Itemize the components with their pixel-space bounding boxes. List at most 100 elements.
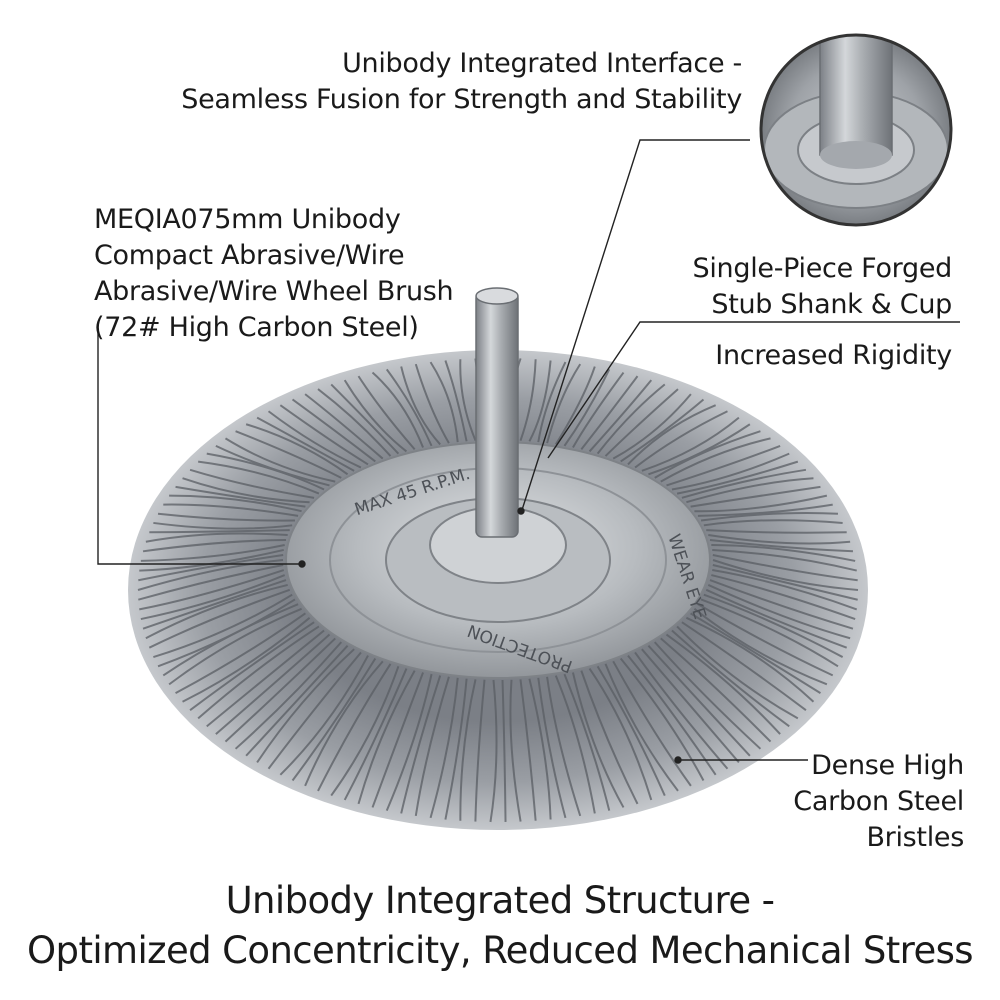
bristle-strand: [596, 383, 666, 455]
bristle-strand: [175, 485, 306, 508]
bristle-strand: [634, 410, 728, 469]
bristle-strand: [137, 559, 284, 591]
bristle-strand: [168, 607, 302, 686]
bottom-heading: Unibody Integrated Structure - Optimized…: [0, 876, 1000, 976]
bristle-strand: [459, 679, 477, 821]
heading-line1: Unibody Integrated Structure -: [225, 879, 775, 922]
bristle-strand: [148, 588, 291, 649]
bristle-strand: [182, 477, 310, 504]
bristle-strand: [604, 388, 679, 457]
bristle-strand: [267, 410, 362, 469]
bristle-strand: [681, 621, 807, 711]
bristle-strand: [519, 359, 537, 441]
bristle-strand: [153, 521, 293, 530]
bristle-strand: [660, 637, 772, 743]
bristle-strand: [169, 494, 302, 513]
bristle-strand: [588, 668, 653, 801]
bristle-strand: [145, 583, 288, 640]
bristle-strand: [371, 672, 424, 808]
interface-zoom-inset: [759, 33, 953, 227]
callout-product-line3: Abrasive/Wire Wheel Brush: [94, 276, 454, 307]
bristle-strand: [705, 588, 848, 649]
callout-product-line1: MEQIA075mm Unibody: [94, 204, 401, 235]
bristle-strand: [703, 593, 844, 658]
bristle-strand: [317, 663, 392, 792]
bristle-strand: [304, 660, 384, 787]
bristle-strand: [709, 579, 854, 630]
bristle-strand: [206, 629, 325, 728]
bristle-strand: [634, 651, 729, 770]
stub-shank: [475, 287, 519, 538]
bristle-strand: [703, 519, 843, 527]
bristle-strand: [563, 368, 611, 447]
bristle-strand: [444, 360, 468, 442]
bristle-strand: [357, 375, 416, 451]
bristle-strand: [666, 444, 781, 487]
bristle-strand: [357, 670, 416, 805]
bristle-strand: [429, 361, 459, 443]
bristle-strand: [665, 633, 781, 735]
bristle-strand: [627, 404, 717, 466]
heading-line2: Optimized Concentricity, Reduced Mechani…: [27, 929, 974, 972]
bristle-strand: [256, 648, 355, 763]
bristle-strand: [706, 529, 847, 534]
bristle-strand: [546, 363, 582, 444]
bristle-strand: [693, 608, 828, 686]
bristle-strand: [224, 437, 336, 483]
callout-shank: Single-Piece Forged Stub Shank & Cup: [693, 251, 953, 323]
bristle-strand: [140, 543, 285, 562]
bristle-strand: [224, 637, 336, 743]
bristle-strand: [647, 645, 751, 757]
bristle-strand: [234, 641, 343, 750]
bristle-strand: [571, 672, 625, 808]
bristle-strand: [385, 368, 433, 447]
callout-rigidity-line1: Increased Rigidity: [715, 340, 952, 371]
bristle-strand: [474, 679, 486, 822]
bristle-strand: [537, 361, 567, 443]
bristle-strand: [189, 621, 315, 711]
bristle-strand: [554, 366, 596, 445]
bristle-strand: [697, 503, 833, 517]
bristle-strand: [700, 598, 839, 668]
bristle-strand: [580, 375, 639, 450]
bristle-strand: [138, 564, 284, 601]
bristle-strand: [400, 675, 442, 814]
callout-bristles-line1: Dense High: [811, 750, 964, 781]
bristle-strand: [712, 548, 857, 572]
callout-interface-line2: Seamless Fusion for Strength and Stabili…: [181, 84, 742, 115]
bristle-strand: [149, 529, 290, 534]
callout-shank-line2: Stub Shank & Cup: [711, 289, 952, 320]
callout-shank-line1: Single-Piece Forged: [692, 253, 953, 284]
callout-bristles: Dense High Carbon Steel Bristles: [793, 748, 964, 856]
bristle-strand: [676, 460, 799, 495]
bristle-strand: [612, 660, 692, 787]
bristle-strand: [671, 629, 790, 728]
bristle-strand: [528, 678, 552, 820]
callout-product: MEQIA075mm Unibody Compact Abrasive/Wire…: [94, 202, 454, 346]
bristle-strand: [489, 679, 498, 823]
bristle-strand: [175, 612, 307, 695]
bristle-strand: [700, 511, 839, 522]
bristle-strand: [707, 584, 851, 640]
hub-disc: MAX 45 R.P.M. WEAR EYE PROTECTION: [285, 441, 711, 679]
bristle-strand: [371, 371, 424, 448]
bristle-strand: [163, 503, 299, 517]
bristle-strand: [245, 423, 349, 476]
bristle-strand: [648, 423, 751, 476]
bristle-strand: [685, 616, 815, 703]
bristle-strand: [690, 485, 821, 508]
bristle-strand: [197, 625, 320, 720]
bristle-strand: [501, 679, 507, 822]
bristle-strand: [697, 603, 834, 677]
bristle-strand: [330, 383, 400, 455]
bristle-strand: [654, 430, 761, 479]
bristle-strand: [708, 534, 851, 545]
bristle-strand: [596, 665, 666, 797]
bristle-strand: [554, 675, 596, 814]
bristle-strand: [712, 569, 858, 611]
bristle-strand: [256, 416, 355, 472]
bristle-strand: [681, 468, 807, 499]
bristle-strand: [580, 670, 639, 805]
bristle-strand: [444, 678, 468, 820]
